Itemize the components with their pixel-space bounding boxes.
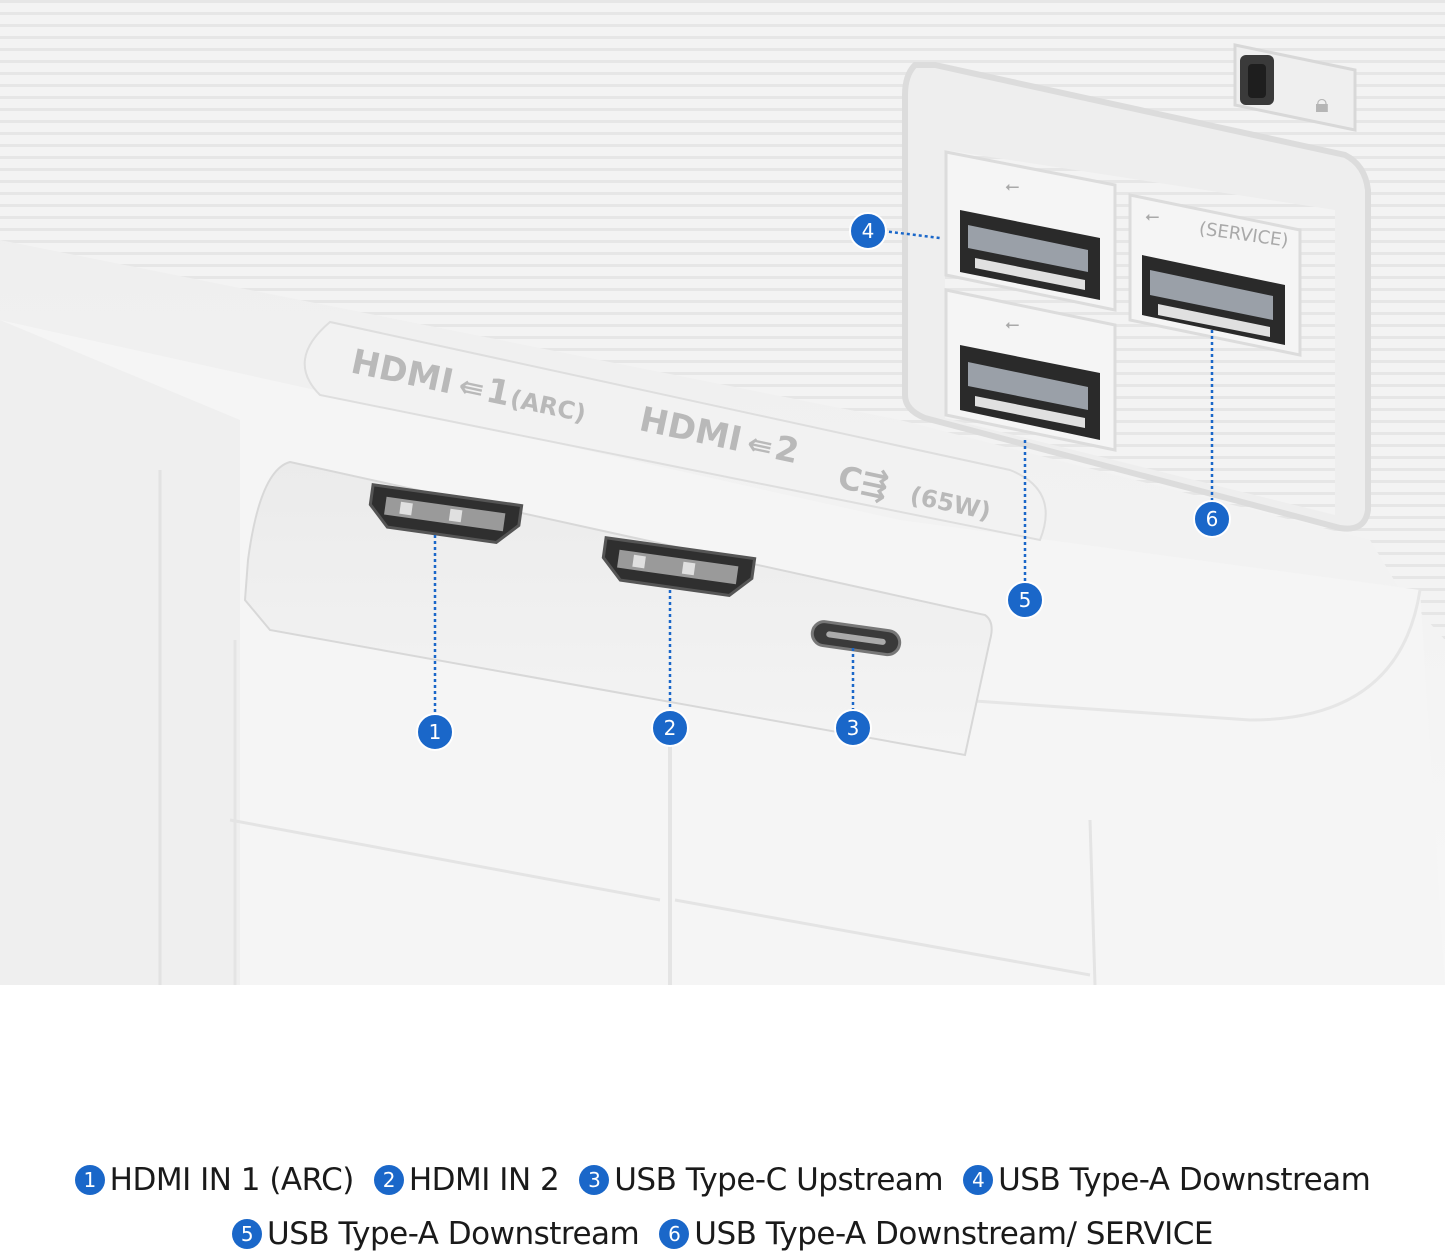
label-band — [303, 320, 1047, 542]
legend-badge: 3 — [579, 1165, 610, 1195]
legend-label: USB Type-C Upstream — [614, 1162, 944, 1198]
usb-icon: ⭠ — [1005, 314, 1019, 335]
legend-row-1: 1 HDMI IN 1 (ARC) 2 HDMI IN 2 3 USB Type… — [0, 1162, 1445, 1198]
legend-item-5: 5 USB Type-A Downstream — [232, 1216, 640, 1252]
monitor-rear-photo: HDMI ⇚ 1 (ARC) HDMI ⇚ 2 C⇶ (65W) ⭠ — [0, 0, 1445, 985]
legend-badge: 1 — [74, 1165, 105, 1195]
callout-6: 6 — [1193, 500, 1231, 538]
usb-icon: ⭠ — [1005, 176, 1019, 197]
usb-icon: ⭠ — [1145, 206, 1159, 227]
legend-item-6: 6 USB Type-A Downstream/ SERVICE — [659, 1216, 1213, 1252]
callout-3: 3 — [834, 709, 872, 747]
callout-lines — [433, 229, 1214, 715]
legend-label: HDMI IN 2 — [408, 1162, 560, 1198]
legend-label: USB Type-A Downstream/ SERVICE — [694, 1216, 1213, 1252]
callout-4: 4 — [849, 212, 887, 250]
legend-row-2: 5 USB Type-A Downstream 6 USB Type-A Dow… — [0, 1216, 1445, 1252]
svg-text:3: 3 — [847, 716, 860, 740]
legend-item-1: 1 HDMI IN 1 (ARC) — [74, 1162, 355, 1198]
hdmi2-port — [601, 536, 757, 598]
callout-1: 1 — [416, 713, 454, 751]
hdmi1-port — [368, 483, 524, 545]
svg-text:4: 4 — [862, 219, 875, 243]
legend-label: USB Type-A Downstream — [998, 1162, 1371, 1198]
legend-item-2: 2 HDMI IN 2 — [373, 1162, 560, 1198]
lock-icon: 🔒︎ — [1315, 89, 1329, 119]
svg-text:1: 1 — [429, 720, 442, 744]
usb-a-port-4: ⭠ — [944, 150, 1117, 312]
svg-text:5: 5 — [1019, 588, 1032, 612]
legend-label: USB Type-A Downstream — [267, 1216, 640, 1252]
usb-a-port-6: ⭠ (SERVICE) — [1128, 193, 1302, 357]
usb-a-port-5: ⭠ — [944, 288, 1117, 452]
kensington-lock: 🔒︎ — [1233, 43, 1357, 132]
legend-badge: 5 — [232, 1219, 263, 1249]
legend-badge: 6 — [659, 1219, 690, 1249]
legend-badge: 2 — [373, 1165, 404, 1195]
port-shelf — [243, 460, 993, 757]
svg-text:6: 6 — [1206, 507, 1219, 531]
callout-2: 2 — [651, 709, 689, 747]
legend-item-4: 4 USB Type-A Downstream — [963, 1162, 1371, 1198]
legend-item-3: 3 USB Type-C Upstream — [579, 1162, 944, 1198]
legend-badge: 4 — [963, 1165, 994, 1195]
callout-5: 5 — [1006, 581, 1044, 619]
usb-c-port — [810, 620, 902, 657]
svg-text:2: 2 — [664, 716, 677, 740]
legend-label: HDMI IN 1 (ARC) — [109, 1162, 355, 1198]
